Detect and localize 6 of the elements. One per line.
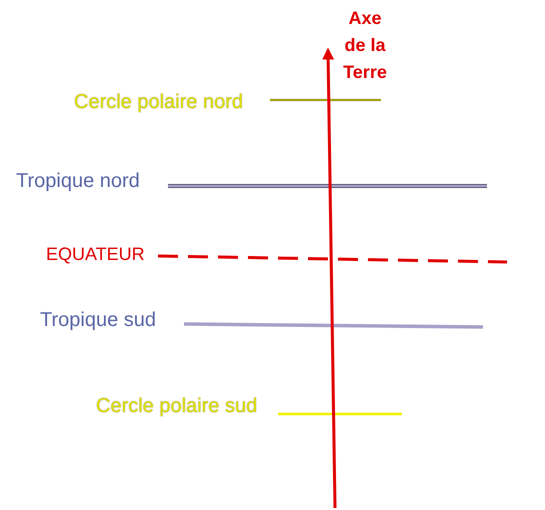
- parallel-label: Tropique sud: [40, 309, 156, 331]
- parallel-label: Tropique nord: [16, 170, 140, 192]
- parallel-label: EQUATEUR: [46, 243, 145, 265]
- parallel-label: Cercle polaire nord: [74, 91, 243, 113]
- axis-label: Axe de la Terre: [342, 7, 388, 84]
- parallel-label: Cercle polaire sud: [96, 395, 258, 417]
